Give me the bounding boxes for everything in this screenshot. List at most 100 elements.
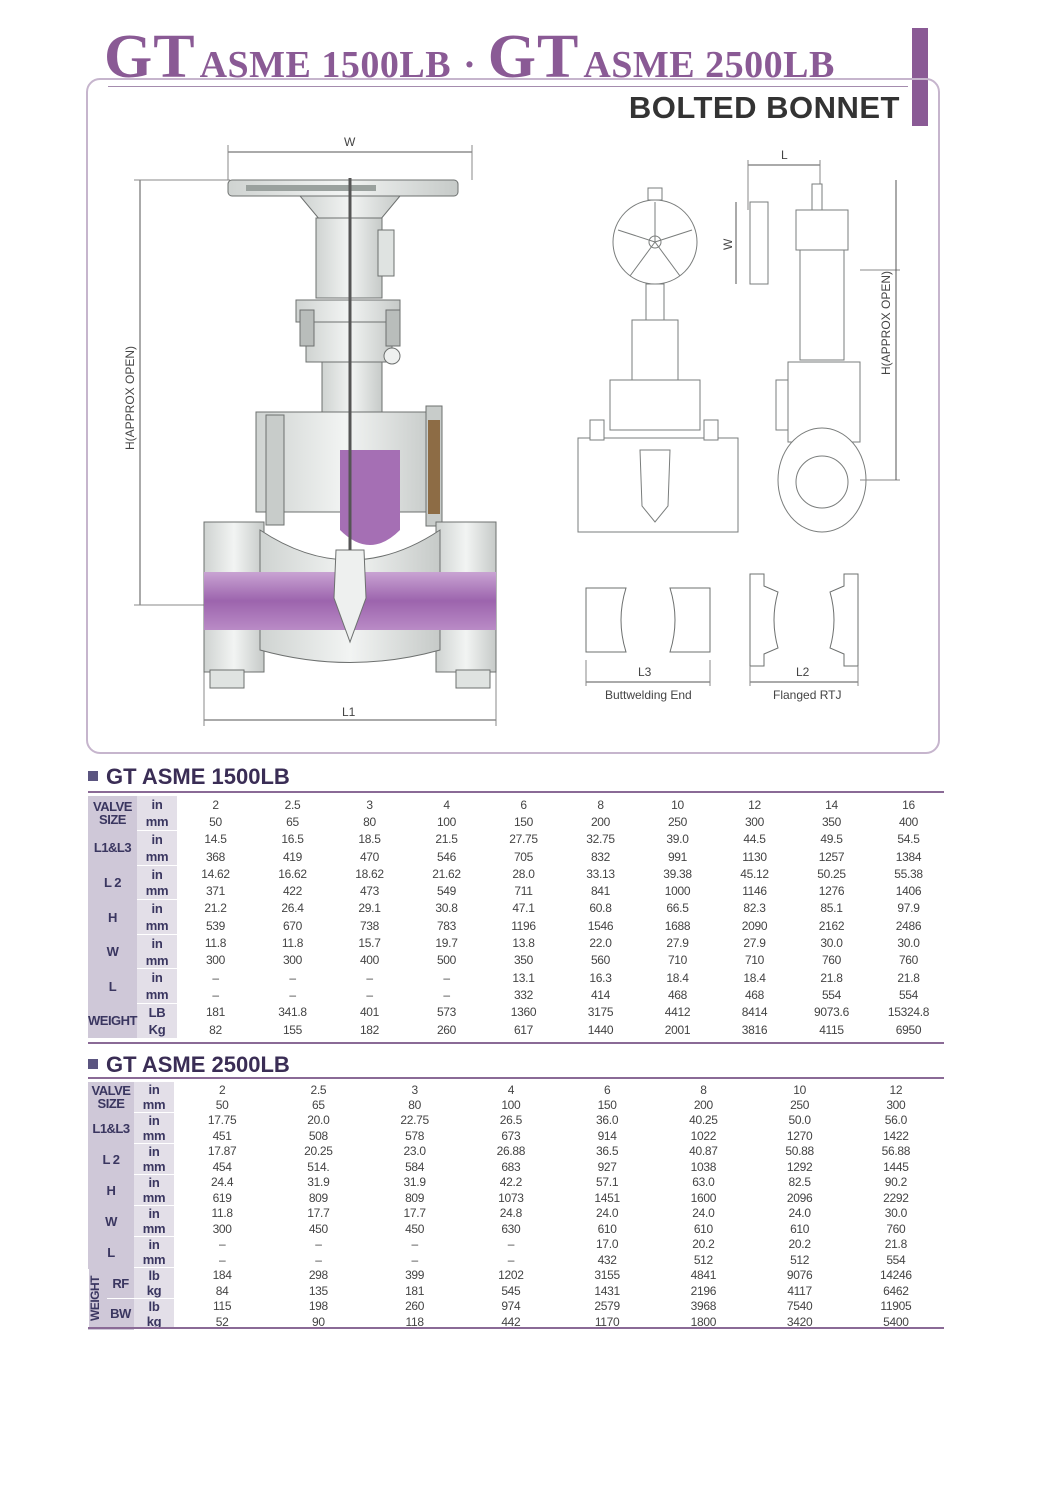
row-label: L 2	[88, 1143, 134, 1175]
unit-cell: lb	[134, 1298, 174, 1314]
value-cell: 554	[821, 987, 842, 1002]
unit-cell: in	[137, 968, 177, 987]
unit-cell: in	[134, 1112, 174, 1128]
value-cell: 1292	[786, 1159, 813, 1174]
value-cell: 832	[590, 849, 611, 864]
value-cell: –	[218, 1237, 226, 1252]
value-cell: 31.9	[403, 1175, 426, 1190]
row-label: L1&L3	[88, 830, 137, 866]
value-cell: 13.8	[512, 936, 535, 951]
title-rule	[108, 86, 908, 87]
value-cell: 512	[693, 1252, 713, 1267]
value-cell: 63.0	[692, 1175, 715, 1190]
value-cell: 12	[748, 797, 761, 812]
value-cell: 450	[405, 1221, 425, 1236]
value-cell: 21.8	[884, 1237, 907, 1252]
unit-cell: in	[134, 1236, 174, 1252]
value-cell: 17.7	[403, 1206, 426, 1221]
value-cell: 500	[436, 953, 457, 968]
value-cell: 150	[597, 1097, 617, 1112]
value-cell: 9076	[786, 1268, 813, 1283]
value-cell: 1440	[587, 1022, 614, 1037]
value-cell: 16.62	[278, 866, 307, 881]
value-cell: 630	[501, 1221, 521, 1236]
value-cell: 42.2	[499, 1175, 522, 1190]
unit-cell: in	[137, 865, 177, 883]
value-cell: 22.75	[400, 1113, 429, 1128]
value-cell: 473	[359, 884, 380, 899]
dim-h2-label: H(APPROX OPEN)	[879, 271, 893, 375]
value-cell: 17.87	[207, 1144, 237, 1159]
value-cell: 30.0	[820, 936, 843, 951]
value-cell: 573	[436, 1005, 457, 1020]
value-cell: –	[212, 970, 219, 985]
value-cell: 4	[443, 797, 450, 812]
caption-buttwelding: Buttwelding End	[605, 688, 692, 702]
value-cell: 181	[205, 1005, 226, 1020]
row-label: L	[88, 1236, 134, 1268]
value-cell: 82.3	[743, 901, 766, 916]
value-cell: –	[315, 1252, 322, 1267]
value-cell: –	[443, 970, 450, 985]
value-cell: 18.4	[743, 970, 766, 985]
value-cell: 300	[212, 1221, 232, 1236]
value-cell: 368	[205, 849, 226, 864]
value-cell: 450	[308, 1221, 328, 1236]
value-cell: 17.75	[207, 1113, 237, 1128]
row-label: L	[88, 968, 137, 1004]
value-cell: 10	[793, 1082, 806, 1097]
value-cell: 21.2	[204, 901, 227, 916]
value-cell: 6	[520, 797, 527, 812]
weight-vertical-label: WEIGHT	[88, 1268, 107, 1329]
value-cell: 21.8	[897, 970, 920, 985]
unit-cell: mm	[134, 1252, 174, 1268]
value-cell: 2090	[741, 918, 768, 933]
value-cell: 371	[205, 884, 226, 899]
value-cell: 2.5	[284, 797, 301, 812]
subtitle: BOLTED BONNET	[628, 90, 900, 125]
value-cell: 783	[436, 918, 457, 933]
value-cell: 8	[597, 797, 604, 812]
value-cell: 578	[405, 1128, 425, 1143]
value-cell: 432	[597, 1252, 617, 1267]
value-cell: 39.0	[666, 832, 689, 847]
value-cell: 56.88	[881, 1144, 911, 1159]
value-cell: 57.1	[596, 1175, 619, 1190]
value-cell: 18.62	[355, 866, 384, 881]
unit-cell: lb	[134, 1267, 174, 1283]
value-cell: 400	[898, 814, 919, 829]
value-cell: –	[212, 987, 219, 1002]
value-cell: 82.5	[788, 1175, 811, 1190]
value-cell: 760	[898, 953, 919, 968]
value-cell: 554	[886, 1252, 906, 1267]
value-cell: 24.0	[788, 1206, 811, 1221]
value-cell: 2579	[594, 1299, 620, 1314]
value-cell: 512	[790, 1252, 810, 1267]
value-cell: 50	[215, 1097, 229, 1112]
unit-cell: Kg	[137, 1020, 177, 1039]
value-cell: 514.	[307, 1159, 330, 1174]
unit-cell: LB	[137, 1003, 177, 1021]
value-cell: 1038	[690, 1159, 717, 1174]
value-cell: 155	[282, 1022, 303, 1037]
value-cell: 50.88	[785, 1144, 814, 1159]
value-cell: 21.5	[435, 832, 458, 847]
value-cell: 617	[513, 1022, 534, 1037]
dim-l3-label: L3	[638, 665, 652, 679]
value-cell: 809	[405, 1190, 425, 1205]
row-label: W	[88, 934, 137, 969]
value-cell: 16.5	[281, 832, 304, 847]
row-label: H	[88, 1174, 134, 1206]
value-cell: 673	[501, 1128, 521, 1143]
rule-2500-top	[88, 1077, 944, 1079]
value-cell: 84	[215, 1283, 229, 1298]
value-cell: 705	[513, 849, 534, 864]
